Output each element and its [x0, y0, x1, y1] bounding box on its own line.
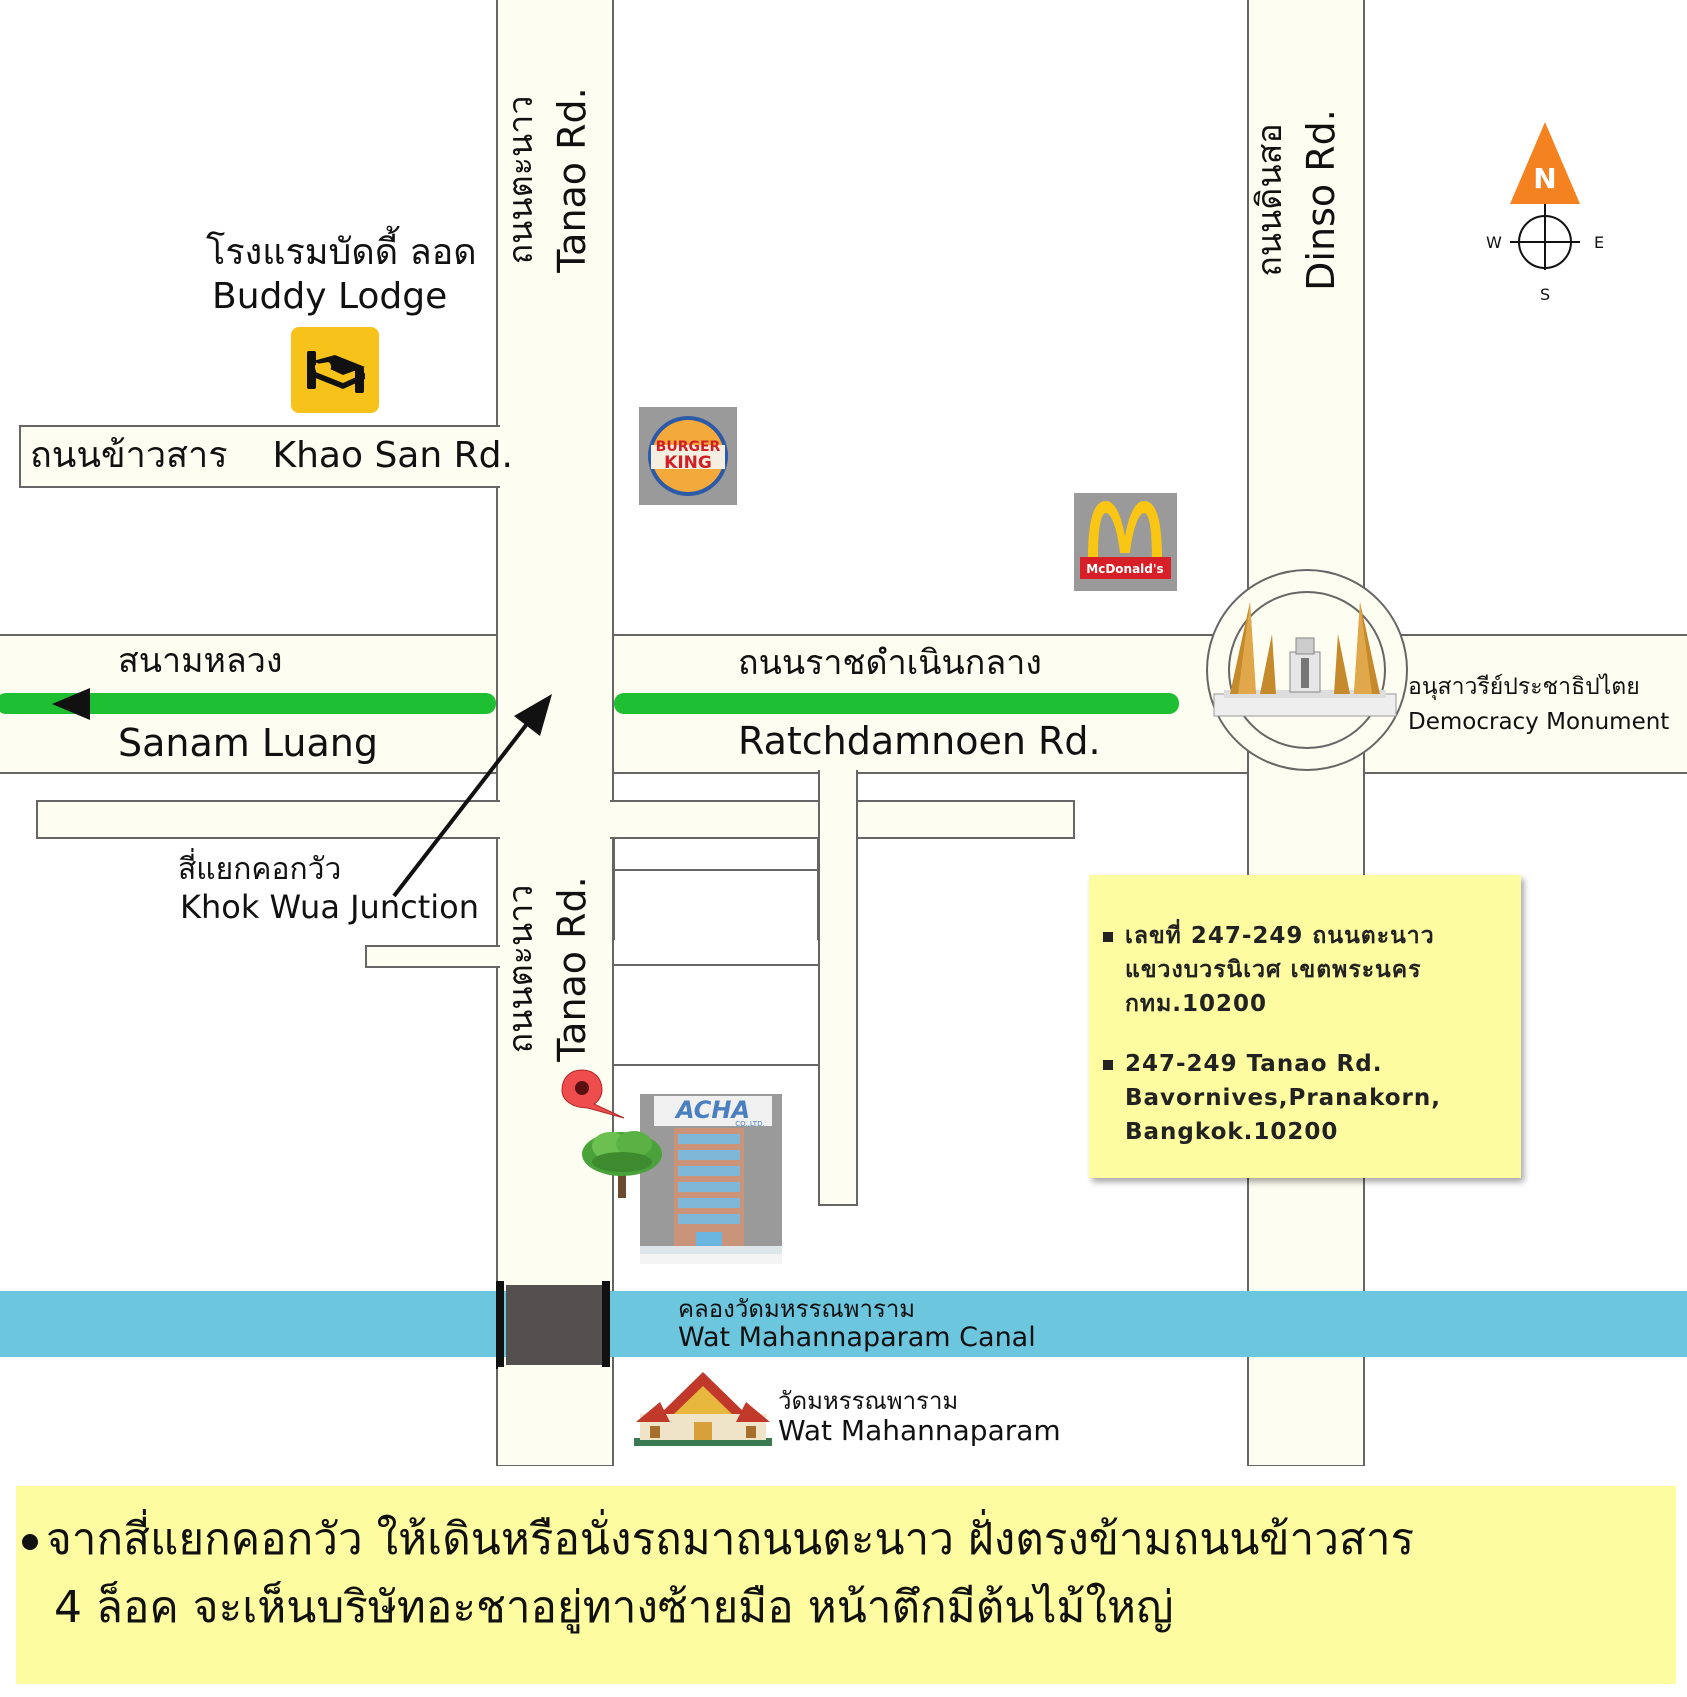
address-th-line3: กทม.10200: [1125, 991, 1268, 1017]
dinso-th: ถนนดินสอ: [1250, 123, 1290, 277]
address-bullet-icon-2: [1103, 1059, 1113, 1070]
sanam-luang-th: สนามหลวง: [118, 641, 283, 681]
hotel-th: โรงแรมบัดดี้ ลอด: [206, 232, 477, 273]
ratchdamnoen-en: Ratchdamnoen Rd.: [738, 719, 1101, 763]
burger-king-text-1: BURGER: [656, 439, 721, 455]
directions-line1: จากสี่แยกคอกวัว ให้เดินหรือนั่งรถมาถนนตะ…: [46, 1514, 1415, 1565]
junction-th: สี่แยกคอกวัว: [178, 852, 342, 887]
junction-fill-alley-w: [490, 947, 502, 966]
khao-san-road: [19, 425, 500, 488]
junction-arrow-icon: [392, 694, 552, 898]
khao-san-en: Khao San Rd.: [272, 435, 513, 476]
arrow-left-icon: [52, 688, 90, 720]
democracy-monument-icon: [1213, 602, 1397, 717]
directions-bullet-icon: [22, 1534, 38, 1550]
compass-s: S: [1540, 285, 1550, 304]
compass-w: W: [1486, 233, 1502, 252]
bridge-rail-left: [496, 1281, 504, 1369]
khao-san-th: ถนนข้าวสาร: [30, 435, 228, 476]
mcdonalds-text: McDonald's: [1086, 562, 1163, 576]
canal-th: คลองวัดมหรรณพาราม: [678, 1295, 916, 1323]
side-street-west: [36, 800, 500, 839]
hotel-en: Buddy Lodge: [212, 276, 448, 317]
dinso-label: ถนนดินสอ Dinso Rd.: [1245, 40, 1355, 360]
burger-king-icon: BURGER KING: [648, 416, 728, 496]
junction-fill-khaosan: [490, 427, 502, 486]
junction-fill-side-e: [608, 802, 620, 837]
temple-th: วัดมหรรณพาราม: [778, 1387, 959, 1415]
bridge-rail-right: [602, 1281, 610, 1369]
canal-en: Wat Mahannaparam Canal: [678, 1322, 1036, 1353]
compass-n: N: [1533, 162, 1556, 195]
acha-building[interactable]: ACHA CO.,LTD.: [640, 1094, 782, 1264]
ratchdamnoen-th: ถนนราชดำเนินกลาง: [738, 643, 1042, 683]
directions-note: จากสี่แยกคอกวัว ให้เดินหรือนั่งรถมาถนนตะ…: [16, 1486, 1676, 1684]
acha-logo-sub: CO.,LTD.: [735, 1120, 764, 1128]
acha-logo-text: ACHA: [674, 1096, 750, 1124]
mcdonalds-logo[interactable]: McDonald's: [1074, 493, 1177, 591]
temple-en: Wat Mahannaparam: [778, 1414, 1061, 1447]
dinso-below-canal: [1249, 1367, 1363, 1465]
route-line-west: [0, 693, 496, 714]
democracy-monument-en: Democracy Monument: [1408, 709, 1670, 735]
directions-line2: 4 ล็อค จะเห็นบริษัทอะชาอยู่ทางซ้ายมือ หน…: [54, 1582, 1174, 1633]
directions-line1-wrap: จากสี่แยกคอกวัว ให้เดินหรือนั่งรถมาถนนตะ…: [22, 1508, 1414, 1572]
mcdonalds-icon: McDonald's: [1080, 501, 1171, 579]
address-bullet-icon: [1103, 931, 1113, 942]
address-th-line1: เลขที่ 247-249 ถนนตะนาว: [1125, 923, 1435, 949]
canal: [0, 1291, 1687, 1357]
address-en-line2: Bavornives,Pranakorn,: [1125, 1085, 1442, 1111]
side-alley-vertical: [818, 770, 858, 1206]
sanam-luang-en: Sanam Luang: [118, 721, 378, 765]
junction-fill-tanao: [498, 636, 612, 772]
building-icon: ACHA CO.,LTD.: [640, 1096, 782, 1264]
tanao-upper-label: ถนนตะนาว Tanao Rd.: [496, 15, 606, 345]
burger-king-logo[interactable]: BURGER KING: [639, 407, 737, 505]
tanao-upper-th: ถนนตะนาว: [501, 95, 541, 265]
khao-san-label: ถนนข้าวสาร Khao San Rd.: [30, 432, 513, 480]
bed-icon: [307, 351, 365, 393]
tanao-upper-en: Tanao Rd.: [550, 87, 594, 273]
temple-icon: [634, 1372, 772, 1446]
address-en-line3: Bangkok.10200: [1125, 1119, 1339, 1145]
democracy-monument-th: อนุสาวรีย์ประชาธิปไตย: [1408, 674, 1640, 700]
junction-en: Khok Wua Junction: [180, 888, 479, 926]
road-below-canal: [498, 1367, 612, 1465]
hotel-marker[interactable]: [291, 327, 379, 413]
tree-icon: [582, 1131, 662, 1198]
address-th-line2: แขวงบวรนิเวศ เขตพระนคร: [1125, 957, 1422, 983]
address-box: เลขที่ 247-249 ถนนตะนาว แขวงบวรนิเวศ เขต…: [1089, 875, 1521, 1178]
route-line-east: [614, 693, 1179, 714]
bridge: [506, 1285, 602, 1365]
dinso-en: Dinso Rd.: [1299, 109, 1343, 291]
junction-fill-side-w: [490, 802, 502, 837]
location-pin-icon[interactable]: [558, 1066, 628, 1122]
side-alley-west: [365, 945, 500, 968]
junction-fill-alley: [820, 764, 856, 804]
compass-icon: N W E S: [1486, 122, 1604, 304]
address-en-line1: 247-249 Tanao Rd.: [1125, 1051, 1383, 1077]
compass-e: E: [1594, 233, 1604, 252]
burger-king-text-2: KING: [664, 453, 712, 473]
